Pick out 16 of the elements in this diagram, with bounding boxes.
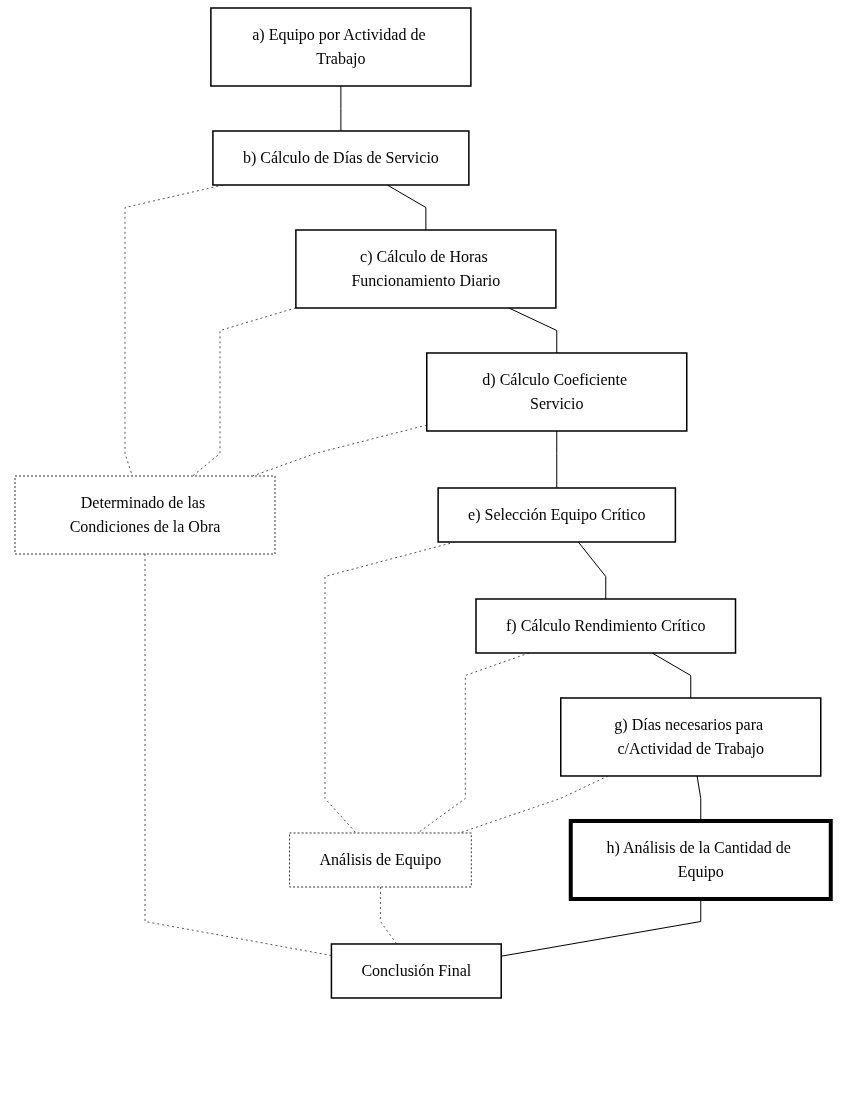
node-box: Conclusión Final: [330, 943, 503, 999]
connector: [192, 307, 297, 477]
connector: [340, 85, 342, 132]
node-box: a) Equipo por Actividad de Trabajo: [210, 7, 472, 87]
node-box: Análisis de Equipo: [289, 832, 472, 888]
node-box: g) Días necesarios para c/Actividad de Trabajo: [560, 697, 822, 777]
node-box: d) Cálculo Coeficiente Servicio: [426, 352, 688, 432]
node-box: e) Selección Equipo Crítico: [437, 487, 677, 543]
node-box: c) Cálculo de Horas Funcionamiento Diario: [295, 229, 557, 309]
connector: [556, 430, 558, 489]
node-box: b) Cálculo de Días de Servicio: [212, 130, 470, 186]
node-box: Determinado de las Condiciones de la Obra: [14, 475, 276, 555]
connector: [577, 541, 607, 600]
node-box: f) Cálculo Rendimiento Crítico: [475, 598, 737, 654]
connector: [651, 652, 692, 699]
node-box: h) Análisis de la Cantidad de Equipo: [568, 819, 833, 901]
